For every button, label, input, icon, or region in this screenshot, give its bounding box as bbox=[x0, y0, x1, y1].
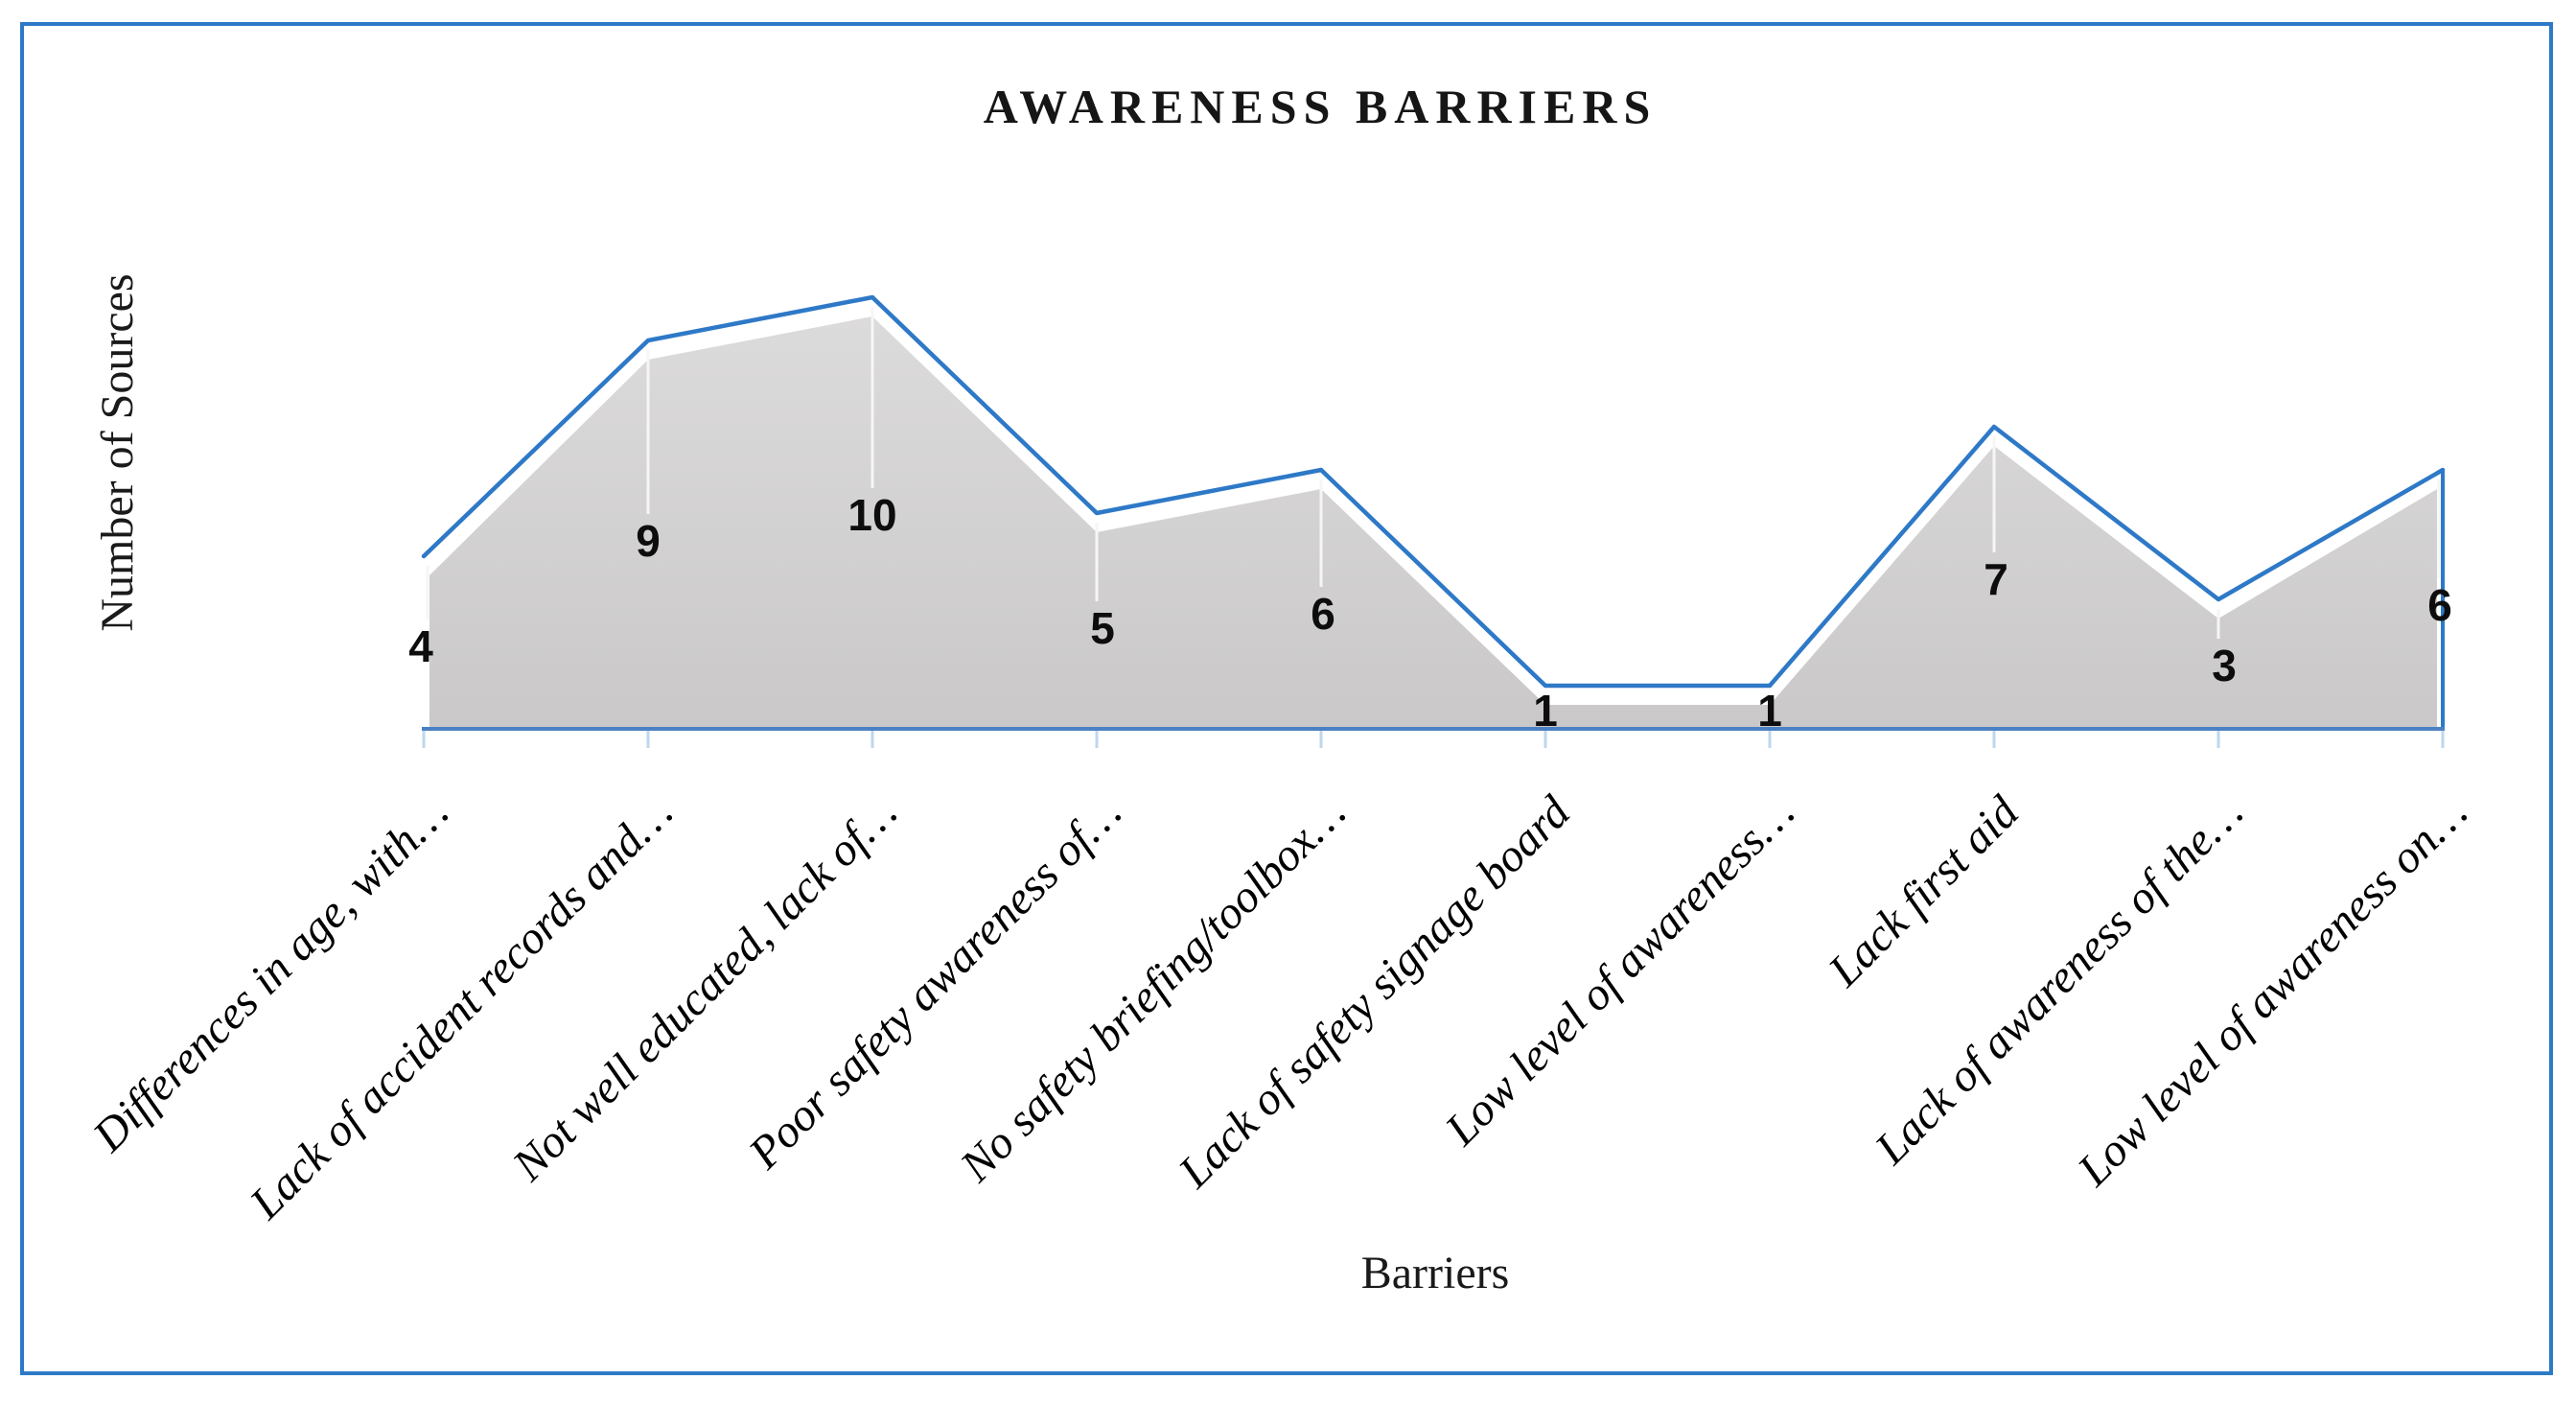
series-line bbox=[421, 294, 2446, 689]
category-label: No safety briefing/toolbox… bbox=[950, 786, 1356, 1192]
data-label: 1 bbox=[1533, 686, 1558, 736]
chart-border bbox=[20, 22, 2553, 1375]
chart-title: AWARENESS BARRIERS bbox=[984, 80, 1658, 133]
series-area bbox=[429, 316, 2437, 729]
category-label: Not well educated, lack of… bbox=[502, 786, 907, 1191]
x-axis-title: Barriers bbox=[1361, 1248, 1510, 1298]
data-label: 5 bbox=[1090, 603, 1115, 653]
data-label: 9 bbox=[636, 516, 661, 566]
data-label: 4 bbox=[408, 621, 433, 671]
category-label: Lack of accident records and… bbox=[240, 786, 683, 1229]
category-label: Lack of safety signage board bbox=[1169, 786, 1581, 1199]
data-label: 7 bbox=[1984, 554, 2008, 604]
y-axis-title: Number of Sources bbox=[92, 273, 143, 631]
data-label: 3 bbox=[2212, 641, 2237, 690]
category-label: Poor safety awareness of… bbox=[738, 786, 1130, 1179]
category-label: Lack first aid bbox=[1819, 786, 2030, 997]
category-label: Lack of awareness of the… bbox=[1865, 786, 2253, 1175]
data-label: 6 bbox=[2427, 580, 2452, 630]
category-label: Differences in age, with… bbox=[82, 786, 457, 1161]
data-label: 6 bbox=[1311, 589, 1335, 639]
data-label: 1 bbox=[1757, 686, 1782, 736]
category-label: Low level of awareness on… bbox=[2068, 786, 2477, 1196]
data-label: 10 bbox=[847, 490, 896, 540]
